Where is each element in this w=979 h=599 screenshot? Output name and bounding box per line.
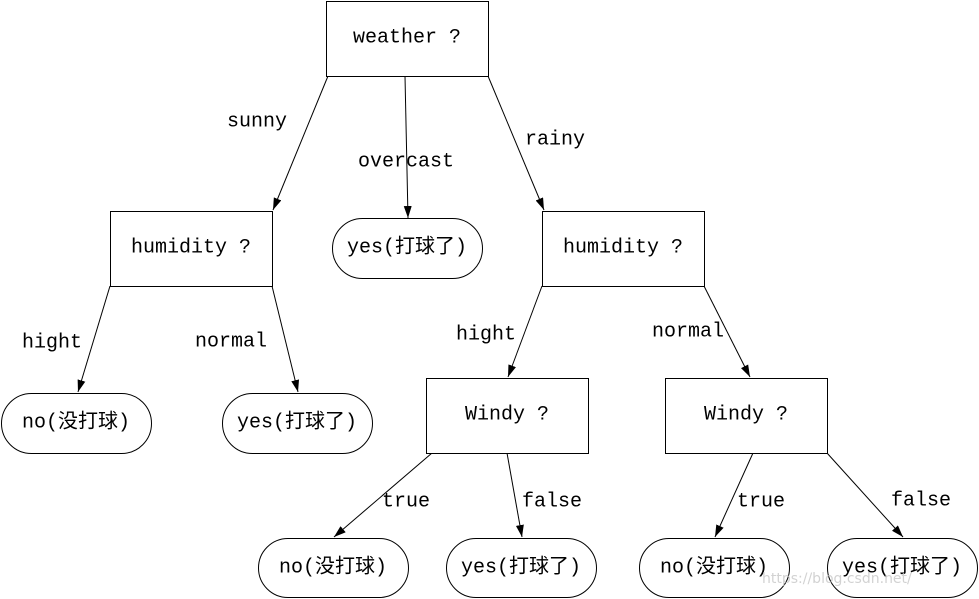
node-weather: weather ?	[326, 1, 489, 77]
edge-label-hight-false: false	[522, 491, 582, 514]
edge-sunny-hight	[77, 285, 111, 393]
leaf-overcast: yes(打球了)	[332, 218, 483, 279]
leaf-overcast-label: yes(打球了)	[347, 235, 467, 260]
node-windy-normal: Windy ?	[665, 378, 828, 454]
edge-rainy-normal	[703, 285, 751, 378]
edge-label-rainy-normal: normal	[652, 321, 724, 344]
node-windy-normal-label: Windy ?	[704, 404, 788, 427]
watermark: https://blog.csdn.net/	[762, 571, 912, 587]
edge-label-normal-true: true	[737, 491, 785, 514]
node-humidity-sunny-label: humidity ?	[131, 237, 251, 260]
edge-label-hight-true: true	[382, 491, 430, 514]
edge-label-sunny: sunny	[227, 111, 287, 134]
edge-hight-true	[333, 452, 433, 538]
leaf-hight-true: no(没打球)	[258, 538, 409, 598]
leaf-hight-false-label: yes(打球了)	[461, 555, 581, 580]
edge-label-normal-false: false	[891, 490, 951, 513]
leaf-sunny-normal: yes(打球了)	[222, 393, 373, 454]
node-windy-hight-box	[426, 378, 589, 454]
edge-sunny-normal	[271, 285, 300, 393]
node-weather-box	[326, 1, 489, 77]
leaf-normal-true-label: no(没打球)	[660, 555, 768, 580]
node-humidity-sunny-box	[110, 211, 273, 287]
leaf-normal-false-label: yes(打球了)	[842, 555, 962, 580]
leaf-sunny-hight-box	[1, 393, 152, 454]
edge-label-sunny-normal: normal	[195, 331, 267, 354]
edge-label-sunny-hight: hight	[22, 332, 82, 355]
node-windy-hight: Windy ?	[426, 378, 589, 454]
edge-hight-false	[506, 452, 524, 538]
node-humidity-rainy: humidity ?	[542, 211, 705, 287]
leaf-normal-false-box	[827, 538, 978, 598]
leaf-normal-true: no(没打球)	[639, 538, 790, 598]
leaf-sunny-normal-label: yes(打球了)	[237, 410, 357, 435]
leaf-hight-false-box	[446, 538, 597, 598]
node-windy-normal-box	[665, 378, 828, 454]
node-humidity-sunny: humidity ?	[110, 211, 273, 287]
node-humidity-rainy-label: humidity ?	[563, 237, 683, 260]
leaf-sunny-hight: no(没打球)	[1, 393, 152, 454]
leaf-sunny-hight-label: no(没打球)	[22, 410, 130, 435]
leaf-hight-false: yes(打球了)	[446, 538, 597, 598]
edge-labels: sunny overcast rainy hight normal hight …	[22, 111, 951, 514]
edge-label-overcast: overcast	[358, 151, 454, 174]
leaf-normal-true-box	[639, 538, 790, 598]
edge-weather-rainy	[487, 75, 545, 211]
node-humidity-rainy-box	[542, 211, 705, 287]
leaf-sunny-normal-box	[222, 393, 373, 454]
node-windy-hight-label: Windy ?	[465, 404, 549, 427]
node-weather-label: weather ?	[353, 27, 461, 50]
edges	[77, 75, 904, 538]
leaf-normal-false: yes(打球了)	[827, 538, 978, 598]
edge-weather-overcast	[403, 75, 412, 219]
leaf-hight-true-label: no(没打球)	[279, 555, 387, 580]
edge-label-rainy-hight: hight	[456, 324, 516, 347]
leaf-hight-true-box	[258, 538, 409, 598]
edge-rainy-hight	[507, 285, 543, 378]
edge-normal-true	[714, 452, 754, 538]
edge-normal-false	[826, 452, 904, 538]
leaf-overcast-box	[332, 218, 483, 279]
edge-weather-sunny	[272, 75, 329, 211]
edge-label-rainy: rainy	[525, 129, 585, 152]
